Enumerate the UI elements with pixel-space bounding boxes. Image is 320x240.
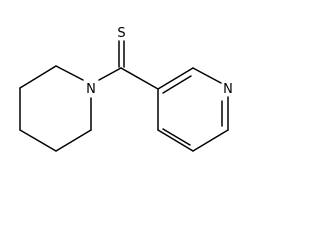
pyridine-inner-double-bond bbox=[162, 128, 191, 146]
piperidine-bond bbox=[55, 129, 92, 152]
piperidine-bond bbox=[19, 65, 57, 89]
piperidine-bond bbox=[19, 129, 57, 152]
amine-nitrogen-atom-label: N bbox=[86, 82, 96, 97]
pyridine-bond bbox=[192, 129, 229, 152]
pyridine-nitrogen-atom-label: N bbox=[223, 82, 233, 97]
pyridine-bond bbox=[157, 67, 194, 90]
pyridine-bond bbox=[157, 129, 194, 152]
chemical-structure-diagram: S N N bbox=[19, 26, 233, 152]
carbon-pyridine-bond bbox=[120, 67, 159, 90]
sulfur-atom-label: S bbox=[117, 26, 125, 41]
pyridine-bond bbox=[192, 67, 222, 84]
piperidine-bond bbox=[55, 65, 84, 81]
carbon-amine-nitrogen-bond bbox=[98, 67, 122, 81]
thiocarbonyl-double-bond bbox=[118, 40, 125, 68]
pyridine-inner-double-bond bbox=[162, 75, 192, 94]
piperidine-ring bbox=[19, 65, 92, 152]
pyridine-ring bbox=[157, 67, 229, 152]
